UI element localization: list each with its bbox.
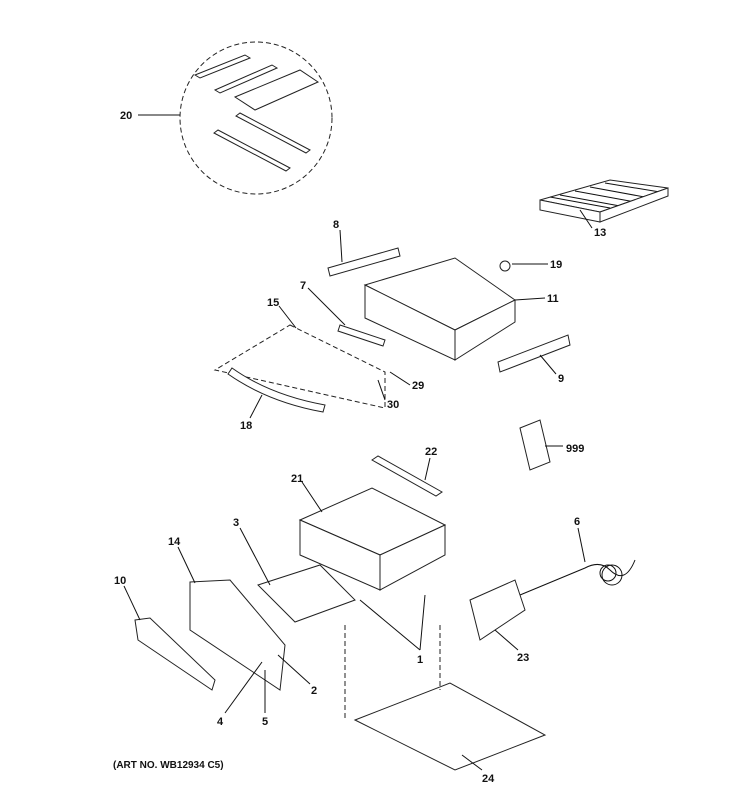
callout-999: 999 xyxy=(566,443,584,455)
callout-3: 3 xyxy=(233,517,239,529)
part-6-cord xyxy=(519,559,636,596)
leader-lines xyxy=(123,114,593,771)
callout-8: 8 xyxy=(333,219,339,231)
callout-5: 5 xyxy=(262,716,268,728)
part-21-housing xyxy=(298,487,447,591)
callout-10: 10 xyxy=(114,575,126,587)
part-23 xyxy=(469,579,526,641)
callout-11: 11 xyxy=(547,293,559,305)
part-18-handle xyxy=(227,367,326,413)
callout-4: 4 xyxy=(217,716,224,728)
callout-9: 9 xyxy=(558,373,564,385)
callout-15: 15 xyxy=(267,297,279,309)
part-15-glass xyxy=(213,324,386,409)
part-11-drawer xyxy=(363,257,516,361)
part-24-tray xyxy=(353,682,547,771)
callout-22: 22 xyxy=(425,446,437,458)
callout-1: 1 xyxy=(417,654,423,666)
part-22 xyxy=(371,455,443,497)
callout-30: 30 xyxy=(387,399,399,411)
part-9 xyxy=(497,334,571,373)
art-number: (ART NO. WB12934 C5) xyxy=(113,760,224,771)
part-13-rack xyxy=(539,179,669,223)
callout-20: 20 xyxy=(120,110,132,122)
part-7 xyxy=(337,324,386,347)
callout-24: 24 xyxy=(482,773,495,785)
callout-23: 23 xyxy=(517,652,529,664)
callout-29: 29 xyxy=(412,380,424,392)
callout-13: 13 xyxy=(594,227,606,239)
callout-7: 7 xyxy=(300,280,306,292)
part-999-manual xyxy=(519,419,551,471)
part-20-kit xyxy=(179,41,333,195)
part-10 xyxy=(134,617,216,691)
callout-19: 19 xyxy=(550,259,562,271)
callout-21: 21 xyxy=(291,473,303,485)
callout-6: 6 xyxy=(574,516,580,528)
callout-2: 2 xyxy=(311,685,317,697)
callout-18: 18 xyxy=(240,420,252,432)
callout-14: 14 xyxy=(168,536,181,548)
part-8 xyxy=(327,247,401,277)
part-3 xyxy=(257,564,356,623)
part-19 xyxy=(499,260,511,272)
